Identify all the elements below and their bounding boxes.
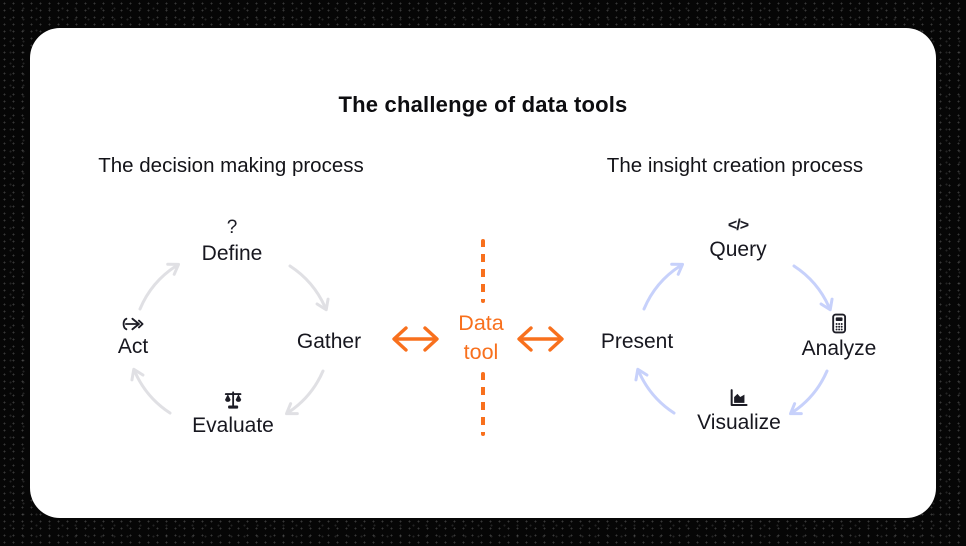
two-headed-arrow-icon xyxy=(121,316,146,332)
node-label: Query xyxy=(709,238,767,261)
process-node-evaluate: Evaluate xyxy=(192,390,274,438)
area-chart-icon xyxy=(728,388,749,408)
node-label: Gather xyxy=(296,330,362,353)
process-node-visualize: Visualize xyxy=(697,388,781,435)
node-label: Present xyxy=(600,330,674,353)
data-tool-label: Data tool xyxy=(458,309,503,366)
node-label: Define xyxy=(201,242,263,265)
process-node-define: ? Define xyxy=(202,217,263,266)
question-mark-icon: ? xyxy=(226,217,238,238)
process-node-query: </> Query xyxy=(709,217,766,262)
data-tool-line2: tool xyxy=(463,339,499,364)
node-label: Act xyxy=(117,335,149,358)
page-title: The challenge of data tools xyxy=(338,92,628,117)
process-node-act: Act xyxy=(118,316,148,359)
right-process-title: The insight creation process xyxy=(606,154,864,177)
dashed-divider-bottom xyxy=(481,372,485,436)
node-label: Visualize xyxy=(697,411,781,434)
data-tool-line1: Data xyxy=(458,311,504,335)
node-label: Analyze xyxy=(801,337,877,360)
process-node-gather: Gather xyxy=(297,329,361,354)
process-node-present: Present xyxy=(601,329,673,354)
node-label: Evaluate xyxy=(192,414,274,437)
process-node-analyze: Analyze xyxy=(801,313,877,361)
scales-icon xyxy=(222,390,244,411)
dashed-divider-top xyxy=(481,239,485,303)
calculator-icon xyxy=(831,313,848,334)
left-process-title: The decision making process xyxy=(98,154,364,177)
code-icon: </> xyxy=(727,217,749,234)
